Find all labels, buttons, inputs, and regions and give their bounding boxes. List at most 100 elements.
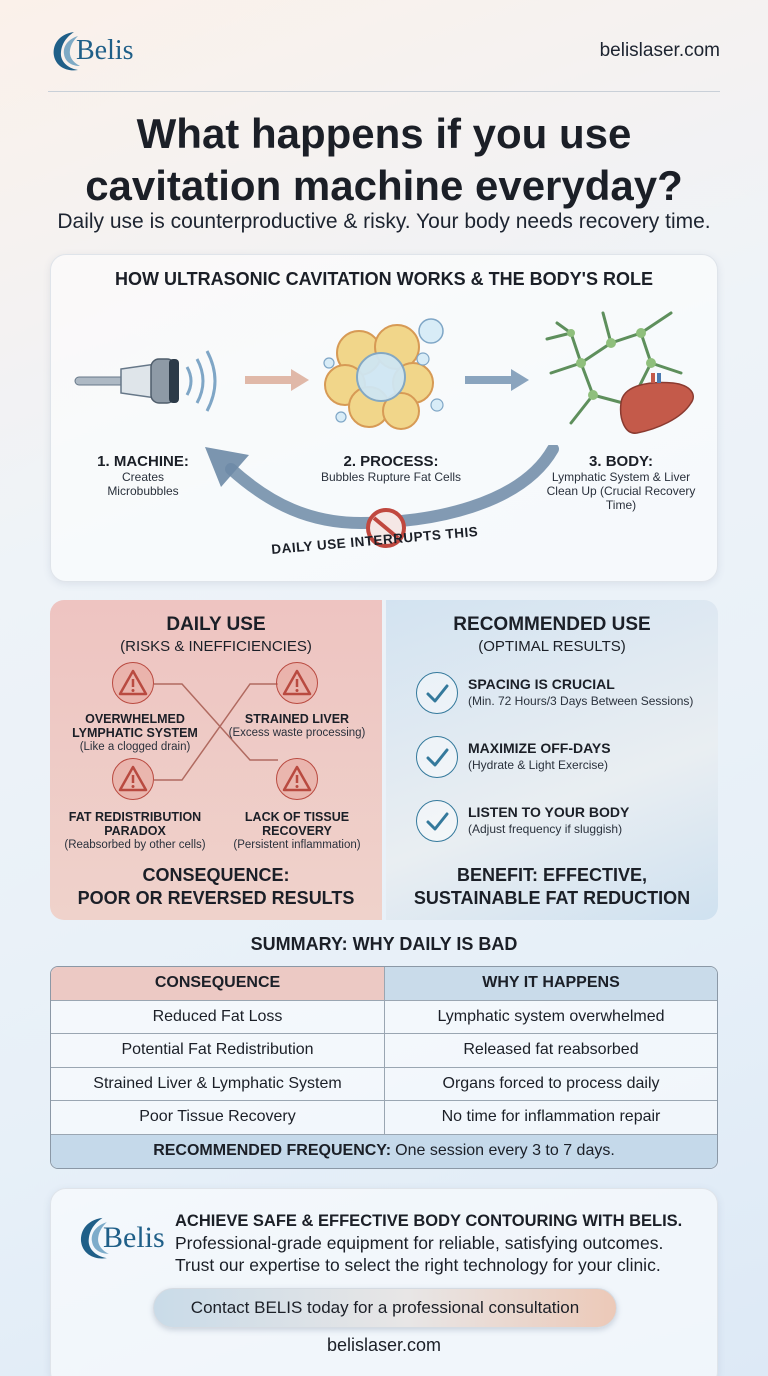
table-header-row: CONSEQUENCE WHY IT HAPPENS <box>51 967 717 1001</box>
table-cell: Poor Tissue Recovery <box>139 1108 296 1126</box>
fat-cells-icon <box>323 318 444 430</box>
column-header-why: WHY IT HAPPENS <box>384 967 717 1000</box>
rec-desc: (Min. 72 Hours/3 Days Between Sessions) <box>468 694 694 708</box>
rec-title: LISTEN TO YOUR BODY <box>468 804 630 820</box>
daily-use-consequence: CONSEQUENCE: POOR OR REVERSED RESULTS <box>50 864 382 910</box>
table-cell: Organs forced to process daily <box>384 1067 717 1100</box>
frequency-label: RECOMMENDED FREQUENCY: <box>153 1142 392 1159</box>
risk-title: RECOVERY <box>262 824 332 838</box>
brand-logo[interactable]: Belis <box>48 28 134 74</box>
cta-card: Belis ACHIEVE SAFE & EFFECTIVE BODY CONT… <box>50 1188 718 1376</box>
consequence-label: CONSEQUENCE: <box>142 865 290 885</box>
risk-redistribution: FAT REDISTRIBUTION PARADOX (Reabsorbed b… <box>50 810 220 852</box>
check-icon <box>416 672 458 714</box>
belis-logo-icon <box>53 32 80 71</box>
cta-line-1: Professional-grade equipment for reliabl… <box>175 1233 664 1253</box>
warning-icon <box>276 758 318 800</box>
risk-desc: (Persistent inflammation) <box>233 839 361 851</box>
recommended-use-subtitle: (OPTIMAL RESULTS) <box>478 638 626 655</box>
step-process-title: 2. PROCESS: <box>343 453 439 470</box>
arrow-right-icon <box>245 369 309 391</box>
benefit-label: BENEFIT: EFFECTIVE, <box>456 865 647 885</box>
step-body-desc-3: Time) <box>605 498 637 512</box>
warning-icon <box>112 662 154 704</box>
recommended-frequency-row: RECOMMENDED FREQUENCY: One session every… <box>51 1134 717 1168</box>
rec-desc: (Adjust frequency if sluggish) <box>468 822 623 836</box>
page-subtitle: Daily use is counterproductive & risky. … <box>57 210 711 233</box>
logo-text: Belis <box>76 35 134 66</box>
risk-desc: (Like a clogged drain) <box>79 741 191 753</box>
step-body-desc-2: Clean Up (Crucial Recovery <box>546 484 696 498</box>
table-cell: Potential Fat Redistribution <box>121 1041 314 1059</box>
title-line-1: What happens if you use <box>136 110 632 157</box>
lymph-liver-icon <box>545 311 694 434</box>
title-line-2: cavitation machine everyday? <box>85 162 683 209</box>
risk-title: OVERWHELMED <box>85 712 185 726</box>
risk-tissue-recovery: LACK OF TISSUE RECOVERY (Persistent infl… <box>212 810 382 852</box>
risk-desc: (Excess waste processing) <box>228 727 366 739</box>
daily-use-panel: DAILY USE (RISKS & INEFFICIENCIES) OVERW… <box>50 600 382 920</box>
recommended-use-benefit: BENEFIT: EFFECTIVE, SUSTAINABLE FAT REDU… <box>386 864 718 910</box>
header-site-url[interactable]: belislaser.com <box>599 40 720 61</box>
contact-button[interactable]: Contact BELIS today for a professional c… <box>153 1288 617 1328</box>
risk-title: LACK OF TISSUE <box>244 810 350 824</box>
step-process: 2. PROCESS: Bubbles Rupture Fat Cells <box>291 453 491 484</box>
risk-desc: (Reabsorbed by other cells) <box>64 839 206 851</box>
step-body-desc-1: Lymphatic System & Liver <box>551 470 691 484</box>
check-icon <box>416 736 458 778</box>
step-machine-title: 1. MACHINE: <box>97 453 189 470</box>
risk-connectors <box>154 683 278 781</box>
risk-title: STRAINED LIVER <box>244 712 350 726</box>
table-cell: No time for inflammation repair <box>384 1101 717 1134</box>
cta-text: ACHIEVE SAFE & EFFECTIVE BODY CONTOURING… <box>175 1211 715 1276</box>
recommended-use-panel: RECOMMENDED USE (OPTIMAL RESULTS) SPACIN… <box>386 600 718 920</box>
risk-title: PARADOX <box>104 824 166 838</box>
consequence-text: POOR OR REVERSED RESULTS <box>77 888 355 908</box>
risk-title: LYMPHATIC SYSTEM <box>72 726 198 740</box>
summary-title: SUMMARY: WHY DAILY IS BAD <box>250 934 518 954</box>
step-machine-desc-1: Creates <box>121 470 165 484</box>
step-process-desc: Bubbles Rupture Fat Cells <box>320 470 462 484</box>
how-it-works-title: HOW ULTRASONIC CAVITATION WORKS & THE BO… <box>115 269 653 289</box>
column-header-consequence: CONSEQUENCE <box>51 967 384 1000</box>
warning-icon <box>276 662 318 704</box>
table-row: Strained Liver & Lymphatic System Organs… <box>51 1067 717 1101</box>
daily-use-subtitle: (RISKS & INEFFICIENCIES) <box>120 638 312 655</box>
table-cell: Reduced Fat Loss <box>152 1007 283 1025</box>
table-row: Potential Fat Redistribution Released fa… <box>51 1034 717 1068</box>
rec-title: MAXIMIZE OFF-DAYS <box>468 740 611 756</box>
rec-title: SPACING IS CRUCIAL <box>468 676 615 692</box>
recommended-use-title: RECOMMENDED USE <box>453 614 651 635</box>
table-row: Poor Tissue Recovery No time for inflamm… <box>51 1101 717 1135</box>
step-body: 3. BODY: Lymphatic System & Liver Clean … <box>541 453 701 512</box>
risk-liver: STRAINED LIVER (Excess waste processing) <box>212 712 382 740</box>
risk-lymphatic: OVERWHELMED LYMPHATIC SYSTEM (Like a clo… <box>50 712 220 754</box>
step-machine-desc-2: Microbubbles <box>107 484 179 498</box>
table-cell: Released fat reabsorbed <box>384 1034 717 1067</box>
warning-icon <box>112 758 154 800</box>
cta-line-2: Trust our expertise to select the right … <box>175 1255 661 1275</box>
cta-site-url[interactable]: belislaser.com <box>326 1335 442 1355</box>
ultrasound-probe-icon <box>74 350 217 412</box>
table-cell: Lymphatic system overwhelmed <box>384 1000 717 1033</box>
table-cell: Strained Liver & Lymphatic System <box>93 1074 342 1092</box>
page-title: What happens if you use cavitation machi… <box>0 108 768 212</box>
frequency-value: One session every 3 to 7 days. <box>395 1142 615 1159</box>
check-icon <box>416 800 458 842</box>
risk-title: FAT REDISTRIBUTION <box>68 810 202 824</box>
page-header: Belis belislaser.com <box>48 24 720 92</box>
no-sign-icon <box>366 508 406 548</box>
step-body-title: 3. BODY: <box>589 453 653 470</box>
belis-logo-icon <box>80 1217 109 1259</box>
table-row: Reduced Fat Loss Lymphatic system overwh… <box>51 1000 717 1034</box>
cta-logo[interactable]: Belis <box>75 1213 165 1263</box>
cta-headline: ACHIEVE SAFE & EFFECTIVE BODY CONTOURING… <box>175 1212 683 1230</box>
logo-text: Belis <box>103 1221 165 1254</box>
how-it-works-card: HOW ULTRASONIC CAVITATION WORKS & THE BO… <box>50 254 718 582</box>
arrow-right-icon <box>465 369 529 391</box>
benefit-text: SUSTAINABLE FAT REDUCTION <box>413 888 691 908</box>
daily-use-title: DAILY USE <box>166 614 266 635</box>
rec-desc: (Hydrate & Light Exercise) <box>468 758 609 772</box>
summary-table: CONSEQUENCE WHY IT HAPPENS Reduced Fat L… <box>50 966 718 1169</box>
step-machine: 1. MACHINE: Creates Microbubbles <box>81 453 205 498</box>
